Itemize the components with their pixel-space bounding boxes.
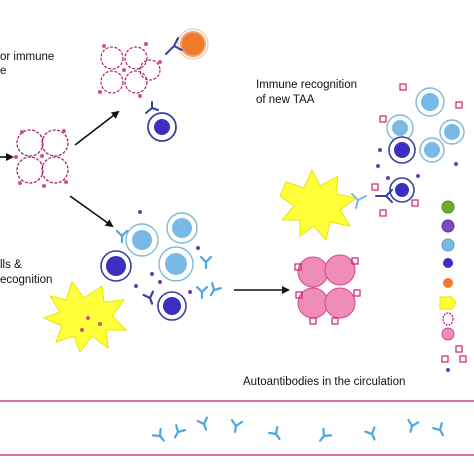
label-immune-recognition-1: Immune recognition: [256, 79, 357, 91]
purple-dots-right: [376, 148, 458, 180]
label-autoantibodies: Autoantibodies in the circulation: [243, 376, 406, 388]
label-cells-2: ecognition: [0, 274, 53, 286]
antibody-orange: [165, 37, 183, 55]
label-cells-1: lls &: [0, 259, 22, 271]
tumor-cluster-top: [98, 42, 162, 98]
tumor-cluster-left: [14, 129, 69, 188]
immune-group-right: [386, 87, 465, 203]
arrow-down: [69, 195, 114, 228]
purple-dots-bottom: [134, 210, 200, 294]
red-squares-pink: [294, 257, 361, 325]
label-tumor-immune-2: e: [0, 65, 7, 77]
circulating-antibodies: [151, 416, 449, 445]
yellow-burst-right: [279, 168, 358, 242]
arrow-up: [74, 110, 120, 146]
antibody-top: [145, 101, 159, 114]
pink-tumor-cluster: [297, 254, 356, 319]
orange-immune-cell: [177, 28, 209, 60]
burst-dots-left: [80, 316, 102, 332]
dark-blue-cell-top: [147, 112, 177, 142]
red-squares-right: [371, 83, 467, 363]
antibody-right: [375, 189, 393, 203]
label-tumor-immune-1: or immune: [0, 51, 55, 63]
label-immune-recognition-2: of new TAA: [256, 94, 315, 106]
antibody-burst: [351, 193, 367, 209]
yellow-burst-left: [42, 280, 128, 354]
immune-group-bottom: [100, 212, 198, 321]
legend-column: [439, 200, 457, 372]
